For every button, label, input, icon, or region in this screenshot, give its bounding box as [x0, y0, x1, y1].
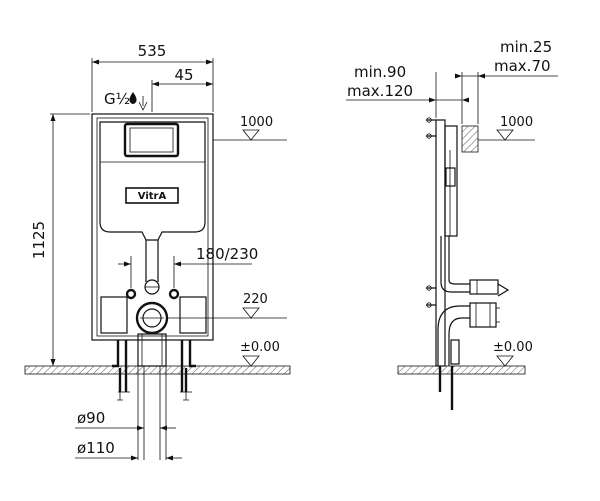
level-floor-label: ±0.00	[240, 340, 280, 355]
dimension-pipe-large: ø110	[75, 439, 182, 461]
drain-pipe	[137, 333, 167, 367]
level-marker-drain: 220	[167, 292, 287, 319]
frame-inner	[96, 117, 209, 337]
width-label: 535	[138, 42, 167, 60]
frame-leg-left	[112, 340, 128, 392]
bolt-left	[125, 288, 137, 300]
dimension-spacing: 180/230	[118, 245, 258, 288]
dimension-offset: 45	[151, 66, 213, 112]
brand-logo-box	[125, 187, 179, 204]
side-level-top-label: 1000	[500, 115, 533, 130]
dimension-height: 1125	[30, 113, 90, 366]
brand-logo: VitrA	[138, 191, 167, 202]
side-level-marker-floor: ±0.00	[493, 340, 533, 367]
side-level-marker-top: 1000	[478, 115, 535, 141]
offset-label: 45	[174, 66, 193, 84]
pipe-large-label: ø110	[77, 439, 115, 457]
pipe-small-label: ø90	[77, 409, 105, 427]
side-flush-plate	[445, 167, 456, 187]
frame-panel-right	[179, 296, 207, 334]
front-view: VitrA	[24, 42, 291, 461]
floor-hatch	[24, 365, 291, 375]
water-drop-icon	[129, 92, 137, 104]
height-label: 1125	[30, 221, 48, 259]
side-drain-pipe	[437, 305, 470, 366]
wall-max-label: max.70	[494, 57, 551, 75]
side-drain-connector	[469, 302, 497, 328]
depth-max-label: max.120	[347, 82, 413, 100]
thread-label: G½	[104, 90, 130, 108]
bolt-right	[168, 288, 180, 300]
frame-outer	[91, 113, 214, 341]
level-drain-label: 220	[243, 292, 268, 307]
flush-plate	[123, 122, 180, 158]
side-supply-pipe	[440, 236, 470, 293]
side-floor-hatch	[397, 365, 526, 375]
level-marker-floor: ±0.00	[240, 340, 280, 367]
side-supply-connector	[469, 279, 499, 295]
side-view: min.90 max.120 min.25 max.70 1000 ±0.00	[346, 38, 558, 410]
side-level-floor-label: ±0.00	[493, 340, 533, 355]
level-top-label: 1000	[240, 115, 273, 130]
depth-min-label: min.90	[354, 63, 406, 81]
wall-hatch	[461, 125, 479, 153]
frame-leg-right	[180, 340, 196, 392]
frame-panel-left	[100, 296, 128, 334]
dimension-wall: min.25 max.70	[455, 38, 558, 124]
spacing-label: 180/230	[196, 245, 258, 263]
level-marker-top: 1000	[213, 115, 287, 141]
dimension-pipe-small: ø90	[75, 409, 176, 431]
dimension-width: 535	[91, 42, 214, 112]
dimension-depth: min.90 max.120	[346, 63, 469, 124]
cistern-body	[99, 121, 206, 241]
wall-min-label: min.25	[500, 38, 552, 56]
inlet-arrow-icon	[138, 96, 148, 111]
